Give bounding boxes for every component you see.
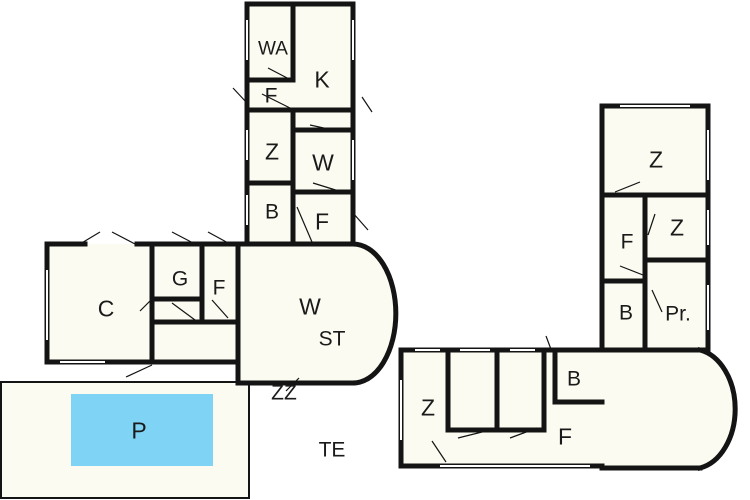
door-swings [79, 67, 663, 463]
room-label-f-east: F [620, 230, 634, 254]
windows [46, 20, 709, 467]
area-label-te: TE [318, 438, 346, 462]
room-label-w-round: W [299, 293, 321, 320]
room-label-z-east-small: Z [669, 214, 685, 241]
room-label-w-north: W [312, 149, 334, 176]
room-label-z-north: Z [264, 138, 280, 165]
room-label-k: K [314, 66, 330, 93]
room-label-g: G [171, 267, 189, 291]
pool-label-p: P [131, 417, 147, 444]
room-label-f-east-bottom: F [557, 423, 573, 450]
room-label-c: C [97, 295, 115, 322]
room-label-z-east-bottom: Z [420, 394, 436, 421]
room-label-wa: WA [258, 38, 288, 60]
room-label-pr: Pr. [665, 302, 691, 326]
pool [71, 394, 213, 466]
room-label-b-north: B [264, 200, 280, 224]
area-label-zz: ZZ [271, 381, 297, 405]
room-label-f-west: F [212, 276, 226, 300]
room-label-f-north-lower: F [314, 208, 330, 235]
room-label-f-north: F [264, 84, 278, 108]
room-label-z-east-top: Z [648, 146, 664, 173]
floor-fill [47, 4, 736, 468]
room-label-b-east-lower: B [566, 367, 582, 391]
room-label-st: ST [318, 327, 346, 351]
room-label-b-east: B [618, 301, 634, 325]
